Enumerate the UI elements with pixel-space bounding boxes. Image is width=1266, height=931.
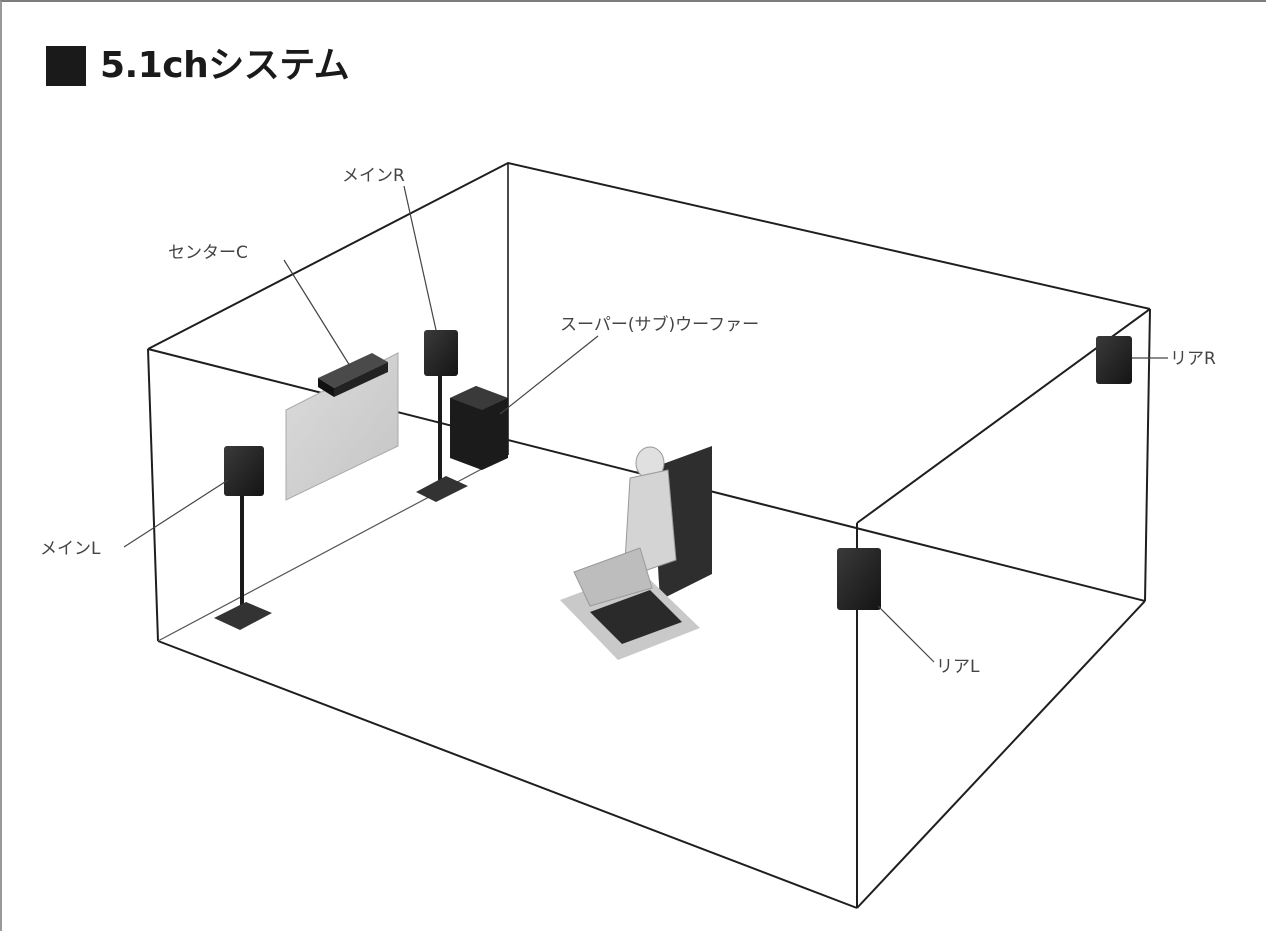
rear-l-leader-line (877, 605, 935, 663)
label-main-l: メインL (40, 539, 101, 559)
rear-r-speaker (1096, 336, 1132, 384)
room-back-right-vertical (1144, 308, 1151, 602)
rear-l-speaker (837, 548, 881, 610)
listener-chair (560, 446, 712, 660)
label-main-r: メインR (342, 166, 405, 186)
label-center: センターC (168, 243, 248, 263)
room-front-left-vertical (147, 348, 159, 642)
main-l-leader-line (123, 479, 229, 548)
center-speaker (318, 353, 388, 397)
subwoofer (450, 386, 508, 470)
label-subwoofer: スーパー(サブ)ウーファー (560, 314, 759, 335)
label-rear-r: リアR (1170, 349, 1216, 369)
main-l-speaker (214, 446, 272, 630)
title-text: 5.1chシステム (100, 45, 350, 86)
black-square-icon (46, 46, 86, 86)
subwoofer-leader-line (499, 335, 599, 415)
listener-legs (573, 547, 653, 607)
center-leader-line (283, 259, 351, 367)
room-right-bottom-edge (856, 600, 1146, 909)
main-r-leader-line (403, 185, 437, 331)
main-r-speaker (416, 330, 468, 502)
room-front-bottom-edge (157, 640, 858, 909)
figure-title: 5.1chシステム (46, 45, 350, 86)
label-rear-l: リアL (936, 657, 980, 677)
